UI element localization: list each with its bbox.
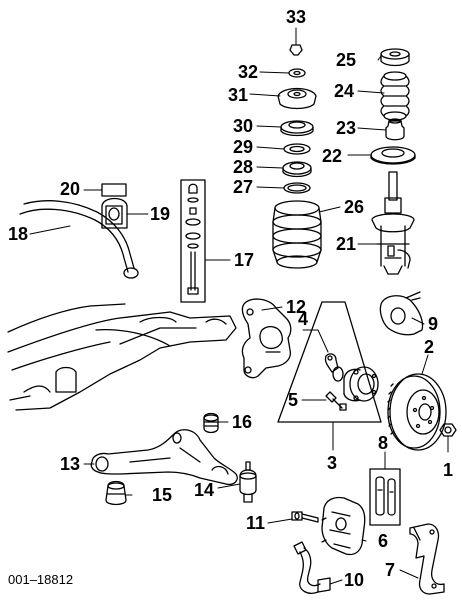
callout-27: 27 (233, 177, 254, 197)
rear-bushing (203, 412, 219, 434)
stabilizer-bar (19, 200, 139, 279)
callout-4: 4 (298, 309, 309, 329)
leader-lines (29, 27, 449, 585)
brake-hose (293, 541, 331, 594)
hub-bearing-group-outline (277, 301, 382, 423)
callout-12: 12 (286, 297, 307, 317)
callout-8: 8 (378, 433, 389, 453)
callout-1: 1 (443, 460, 454, 480)
jounce-bumper (385, 118, 405, 141)
callout-19: 19 (150, 204, 171, 224)
upper-spring-seat (282, 161, 312, 178)
caliper-bolt (291, 511, 319, 523)
steering-knuckle (241, 298, 292, 379)
wheel-speed-sensor (324, 353, 344, 382)
callout-33: 33 (286, 7, 307, 27)
callout-14: 14 (194, 480, 215, 500)
stabilizer-link-kit (180, 179, 206, 303)
callout-28: 28 (233, 157, 254, 177)
callout-10: 10 (344, 570, 365, 590)
strut-boot (380, 71, 410, 121)
callout-3: 3 (327, 453, 338, 473)
strut-top-nut (289, 44, 303, 56)
callout-17: 17 (234, 250, 255, 270)
callout-18: 18 (8, 224, 29, 244)
callout-26: 26 (344, 197, 365, 217)
callout-24: 24 (334, 81, 355, 101)
callout-22: 22 (322, 146, 343, 166)
callout-7: 7 (385, 560, 396, 580)
lower-spring-seat (370, 146, 416, 165)
strut-washer (288, 68, 306, 78)
brake-rotor (387, 373, 447, 451)
caliper-mounting-bracket (409, 523, 445, 595)
coil-spring (272, 200, 322, 269)
brake-caliper (321, 496, 366, 556)
upper-insulator (283, 143, 311, 155)
strut-bearing (280, 120, 314, 137)
callout-20: 20 (60, 179, 81, 199)
strut-mount (277, 87, 317, 110)
splash-shield (379, 291, 424, 336)
dust-cap (380, 48, 410, 67)
lower-control-arm (90, 429, 238, 486)
callout-9: 9 (428, 314, 439, 334)
callout-21: 21 (336, 234, 357, 254)
callout-31: 31 (228, 85, 249, 105)
callout-29: 29 (233, 137, 254, 157)
diagram-reference-code: 001–18812 (8, 572, 74, 587)
hub-bolt (325, 391, 347, 411)
callout-6: 6 (378, 531, 389, 551)
callout-11: 11 (246, 513, 266, 533)
control-arm-bushing (105, 480, 127, 506)
callout-16: 16 (232, 412, 253, 432)
wheel-hub-bearing (343, 366, 379, 402)
callout-5: 5 (288, 390, 299, 410)
engine-cradle (7, 303, 237, 411)
stabilizer-bushing (101, 183, 128, 229)
ball-joint (239, 461, 257, 503)
callout-30: 30 (233, 116, 254, 136)
callout-25: 25 (336, 50, 357, 70)
hub-nut (439, 423, 457, 437)
callout-13: 13 (60, 454, 81, 474)
callout-2: 2 (424, 337, 435, 357)
strut-assembly (371, 171, 415, 275)
callout-23: 23 (336, 118, 357, 138)
callout-32: 32 (238, 62, 259, 82)
brake-pad-kit (369, 468, 401, 526)
callout-15: 15 (152, 485, 173, 505)
spring-insulator (283, 182, 311, 194)
